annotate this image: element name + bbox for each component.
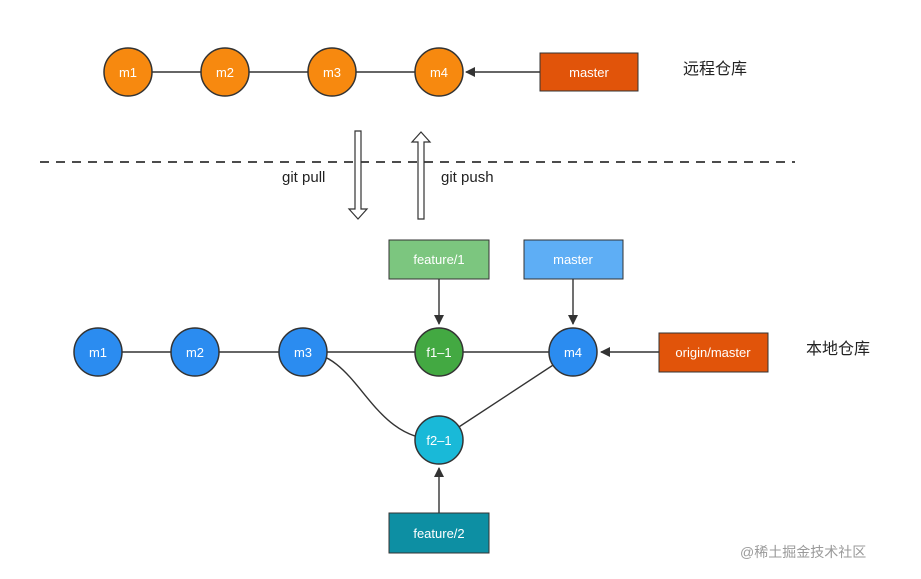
remote-commit-m4-label: m4 <box>430 65 448 80</box>
remote-commit-m3-label: m3 <box>323 65 341 80</box>
local-commit-m3[interactable]: m3 <box>278 327 328 377</box>
local-repo: m1 m2 m3 f1–1 m4 f2–1 feature/1 m <box>73 239 870 554</box>
git-push-action: git push <box>410 131 494 220</box>
local-repo-title: 本地仓库 <box>806 340 870 358</box>
local-master-branch[interactable]: master <box>523 239 624 280</box>
git-pull-label: git pull <box>282 169 325 186</box>
local-commit-f1-1-label: f1–1 <box>426 345 451 360</box>
remote-master-label: master <box>569 65 609 80</box>
feature1-branch-label: feature/1 <box>413 252 464 267</box>
remote-commit-m4[interactable]: m4 <box>414 47 464 97</box>
remote-master-branch[interactable]: master <box>539 52 639 92</box>
feature1-branch[interactable]: feature/1 <box>388 239 490 280</box>
push-arrow-icon <box>410 131 432 220</box>
local-commit-f2-1[interactable]: f2–1 <box>414 415 464 465</box>
origin-master-branch[interactable]: origin/master <box>658 332 769 373</box>
origin-master-branch-label: origin/master <box>675 345 751 360</box>
local-commit-f2-1-label: f2–1 <box>426 433 451 448</box>
local-commit-m1[interactable]: m1 <box>73 327 123 377</box>
local-commit-m2[interactable]: m2 <box>170 327 220 377</box>
remote-repo: m1 m2 m3 m4 master 远程仓库 <box>103 47 747 97</box>
watermark: @稀土掘金技术社区 <box>740 544 866 560</box>
local-master-branch-label: master <box>553 252 593 267</box>
remote-commit-m2[interactable]: m2 <box>200 47 250 97</box>
remote-commit-m2-label: m2 <box>216 65 234 80</box>
git-pull-action: git pull <box>282 130 369 220</box>
local-commit-m3-label: m3 <box>294 345 312 360</box>
local-commit-m4-label: m4 <box>564 345 582 360</box>
local-commit-m1-label: m1 <box>89 345 107 360</box>
remote-repo-title: 远程仓库 <box>683 60 747 78</box>
local-merge-line <box>438 351 574 441</box>
local-commit-m4[interactable]: m4 <box>548 327 598 377</box>
local-commit-f1-1[interactable]: f1–1 <box>414 327 464 377</box>
pull-arrow-icon <box>347 130 369 220</box>
remote-commit-m3[interactable]: m3 <box>307 47 357 97</box>
git-push-label: git push <box>441 169 494 186</box>
local-commit-m2-label: m2 <box>186 345 204 360</box>
remote-commit-m1[interactable]: m1 <box>103 47 153 97</box>
remote-commit-m1-label: m1 <box>119 65 137 80</box>
feature2-branch[interactable]: feature/2 <box>388 512 490 554</box>
feature2-branch-label: feature/2 <box>413 526 464 541</box>
